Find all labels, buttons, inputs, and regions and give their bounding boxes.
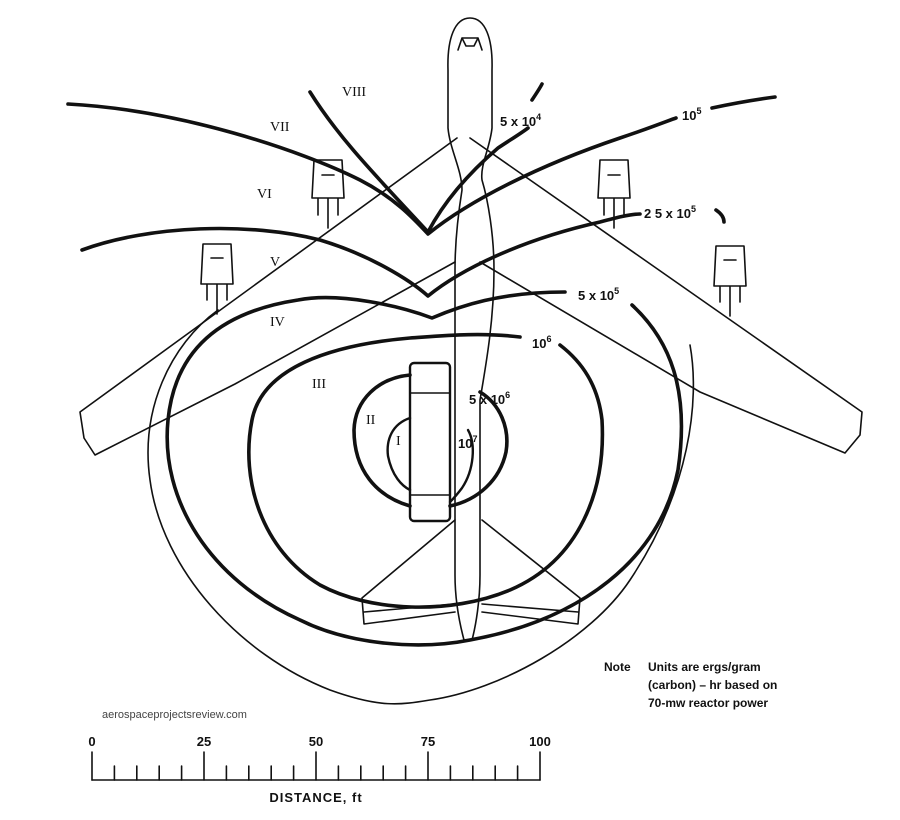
reactor-shield bbox=[408, 361, 452, 523]
contour-label-5e4: 5 x 104 bbox=[500, 112, 541, 129]
note-line-2: (carbon) – hr based on bbox=[648, 678, 778, 692]
contour-5e6 bbox=[352, 373, 509, 508]
scale-numbers: 0 25 50 75 100 bbox=[88, 734, 550, 749]
scale-ticks bbox=[91, 751, 541, 781]
horizontal-stabilizer bbox=[361, 519, 581, 625]
units-note: Note Units are ergs/gram (carbon) – hr b… bbox=[604, 658, 864, 712]
zone-labels: I II III IV V VI VII VIII bbox=[257, 85, 401, 449]
zone-label-ii: II bbox=[366, 413, 376, 428]
right-wing bbox=[469, 137, 863, 454]
source-credit: aerospaceprojectsreview.com bbox=[102, 709, 247, 721]
note-label: Note bbox=[604, 660, 631, 674]
note-line-3: 70-mw reactor power bbox=[648, 696, 769, 710]
zone-label-v: V bbox=[270, 255, 280, 270]
scale-tick-label: 0 bbox=[88, 734, 95, 749]
contour-label-5e6: 5 x 106 bbox=[469, 390, 510, 407]
scale-tick-label: 50 bbox=[309, 734, 323, 749]
zone-label-vi: VI bbox=[257, 187, 272, 202]
outer-envelope bbox=[147, 309, 695, 705]
contour-5e5 bbox=[165, 290, 684, 647]
note-line-1: Units are ergs/gram bbox=[648, 660, 761, 674]
contour-label-5e5: 5 x 105 bbox=[578, 286, 619, 303]
engine-pods bbox=[200, 159, 747, 317]
scale-tick-label: 25 bbox=[197, 734, 211, 749]
contour-1e7 bbox=[386, 416, 412, 492]
contour-2-5e5 bbox=[80, 212, 642, 298]
scale-tick-label: 75 bbox=[421, 734, 435, 749]
contour-labels: 107 5 x 106 106 5 x 105 2 5 x 105 105 5 … bbox=[458, 106, 701, 451]
contour-label-2-5e5: 2 5 x 105 bbox=[644, 204, 696, 221]
contour-5e4 bbox=[308, 90, 530, 234]
scale-title: DISTANCE, ft bbox=[269, 790, 362, 805]
dose-contours bbox=[66, 82, 777, 705]
cockpit bbox=[457, 37, 483, 51]
contour-1e6 bbox=[247, 332, 605, 609]
zone-label-i: I bbox=[396, 434, 401, 449]
contour-label-1e6: 106 bbox=[532, 334, 551, 351]
fuselage bbox=[447, 17, 495, 641]
zone-label-iv: IV bbox=[270, 315, 285, 330]
aircraft-outline bbox=[79, 17, 863, 641]
contour-label-1e7: 107 bbox=[458, 434, 477, 451]
zone-label-iii: III bbox=[312, 377, 326, 392]
left-wing bbox=[79, 137, 458, 456]
distance-scale-bar: 0 25 50 75 100 DISTANCE, ft bbox=[88, 734, 550, 805]
zone-label-vii: VII bbox=[270, 120, 290, 135]
contour-label-1e5: 105 bbox=[682, 106, 701, 123]
scale-tick-label: 100 bbox=[529, 734, 551, 749]
zone-label-viii: VIII bbox=[342, 85, 366, 100]
